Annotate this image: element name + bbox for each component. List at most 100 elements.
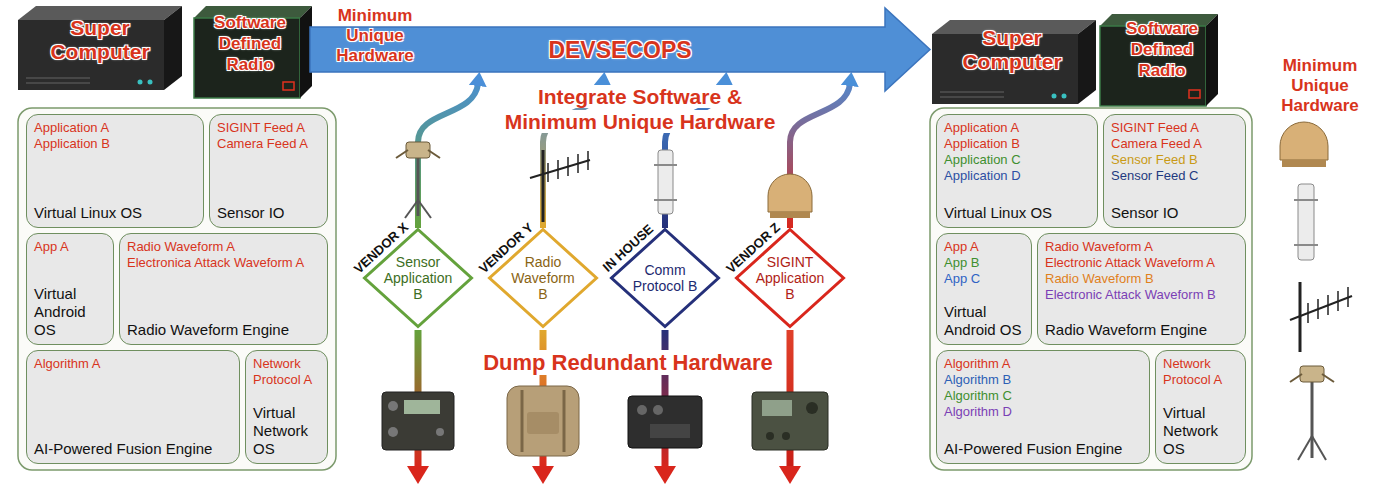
supercomputer-illustration	[18, 6, 182, 90]
component-text: Radio Waveform B	[506, 254, 580, 302]
supercomputer-illustration-part	[1078, 20, 1096, 104]
payload-item: SIGINT Feed A	[217, 120, 322, 136]
payload-item: Application C	[944, 152, 1092, 168]
yagi-antenna-illustration-part	[1317, 299, 1319, 319]
fusion-engine-box: Algorithm AAI-Powered Fusion Engine	[26, 350, 240, 464]
supercomputer-illustration-part	[148, 80, 153, 85]
hardware-label: Software Defined Radio	[1110, 18, 1215, 81]
process-label: Integrate Software & Minimum Unique Hard…	[497, 84, 783, 134]
panel-antenna-illustration-part	[654, 199, 677, 201]
engine-label: Radio Waveform Engine	[1045, 321, 1240, 339]
engine-label: AI-Powered Fusion Engine	[944, 440, 1144, 458]
radome-illustration-part	[1280, 122, 1328, 160]
radio-illustration-part	[752, 392, 828, 450]
panel-antenna-illustration-part	[1294, 244, 1318, 246]
radio-illustration-part	[404, 400, 440, 414]
supercomputer-illustration-part	[1052, 94, 1057, 99]
payload-item: Algorithm A	[944, 356, 1144, 372]
backpack-radio-illustration	[507, 386, 579, 456]
engine-label: Radio Waveform Engine	[127, 321, 322, 339]
radio-illustration	[628, 396, 702, 448]
component-text: Comm Protocol B	[628, 262, 702, 294]
radio-illustration-part	[637, 405, 647, 415]
payload-item: Camera Feed A	[1111, 136, 1240, 152]
engine-label: Virtual Linux OS	[34, 204, 198, 222]
payload-item: Application B	[34, 136, 198, 152]
hardware-label: Software Defined Radio	[198, 12, 303, 75]
payload-item: Algorithm D	[944, 404, 1144, 420]
radio-illustration-part	[782, 432, 790, 440]
payload-item: Sensor Feed C	[1111, 168, 1240, 184]
radio-illustration	[382, 392, 454, 450]
waveform-engine-box: Radio Waveform AElectronica Attack Wavef…	[119, 233, 328, 345]
yagi-antenna-illustration-part	[1327, 295, 1329, 315]
yagi-antenna-illustration-part	[1347, 287, 1349, 307]
component-text: SIGINT Application B	[753, 254, 827, 302]
supercomputer-illustration-part	[940, 96, 1004, 98]
dump-arrow-part	[532, 466, 554, 484]
payload-item: Radio Waveform B	[1045, 271, 1240, 287]
engine-label: Virtual Network OS	[1163, 404, 1240, 458]
engine-label: Sensor IO	[1111, 204, 1240, 222]
yagi-antenna-illustration-part	[587, 151, 589, 170]
hardware-label: Minimum Unique Hardware	[1281, 56, 1358, 115]
sensor-tripod-illustration-part	[428, 150, 440, 158]
panel-antenna-illustration-part	[1294, 199, 1318, 201]
dump-arrow-part	[654, 466, 676, 484]
virtual-os-box: App AApp BApp CVirtual Android OS	[936, 233, 1032, 345]
hardware-label: Minimum Unique Hardware	[1274, 56, 1366, 116]
radio-illustration-part	[766, 432, 774, 440]
payload-item: Application A	[944, 120, 1092, 136]
payload-item: Electronic Attack Waveform A	[1045, 255, 1240, 271]
sensor-tripod-illustration-part	[1300, 366, 1324, 382]
hardware-label: Minimum Unique Hardware	[336, 6, 413, 65]
panel-antenna-illustration	[654, 150, 677, 214]
yagi-antenna-illustration-part	[1290, 296, 1352, 320]
yagi-antenna-illustration-part	[1337, 291, 1339, 311]
payload-item: Algorithm B	[944, 372, 1144, 388]
radio-illustration-part	[806, 402, 818, 414]
sensor-tripod-illustration-part	[417, 158, 420, 216]
sensor-tripod-illustration-part	[405, 200, 418, 218]
payload-item: Application D	[944, 168, 1092, 184]
process-label: Integrate Software & Minimum Unique Hard…	[502, 85, 779, 133]
sensor-tripod-illustration	[396, 142, 440, 218]
sensor-tripod-illustration-part	[396, 150, 408, 158]
software-defined-radio-illustration	[194, 6, 312, 98]
panel-antenna-illustration-part	[658, 150, 673, 214]
payload-item: Network Protocol A	[253, 356, 322, 388]
component-diamond: VENDOR XSensor Application B	[363, 228, 473, 328]
component-text: Radio Waveform B	[506, 254, 580, 302]
component-text: Sensor Application B	[381, 254, 455, 302]
yagi-antenna-illustration-part	[567, 157, 569, 176]
yagi-antenna-illustration	[530, 150, 590, 222]
process-label: Dump Redundant Hardware	[480, 350, 776, 375]
panel-antenna-illustration-part	[654, 164, 677, 166]
payload-item: App A	[34, 239, 108, 255]
payload-item: SIGINT Feed A	[1111, 120, 1240, 136]
hardware-label: Super Computer	[50, 16, 149, 63]
payload-item: App B	[944, 255, 1026, 271]
hardware-label: Software Defined Radio	[1126, 19, 1198, 80]
radio-illustration-part	[650, 424, 690, 438]
panel-antenna-illustration	[1294, 184, 1318, 260]
radio-illustration-part	[388, 401, 398, 411]
radio-illustration	[752, 392, 828, 450]
yagi-antenna-illustration-part	[547, 163, 549, 182]
component-diamond: VENDOR YRadio Waveform B	[488, 228, 598, 328]
yagi-antenna-illustration	[1290, 282, 1352, 352]
payload-item: App A	[944, 239, 1026, 255]
yagi-antenna-illustration-part	[577, 154, 579, 173]
payload-item: Sensor Feed B	[1111, 152, 1240, 168]
payload-item: Radio Waveform A	[127, 239, 322, 255]
sensor-io-box: SIGINT Feed ACamera Feed ASensor Feed BS…	[1103, 114, 1246, 228]
supercomputer-illustration-part	[26, 82, 90, 84]
radio-illustration-part	[653, 405, 663, 415]
engine-label: Virtual Android OS	[34, 285, 108, 339]
engine-label: Virtual Network OS	[253, 404, 322, 458]
hardware-label: Minimum Unique Hardware	[325, 6, 425, 66]
virtual-os-box: Network Protocol AVirtual Network OS	[1155, 350, 1246, 464]
yagi-antenna-illustration-part	[530, 160, 590, 178]
